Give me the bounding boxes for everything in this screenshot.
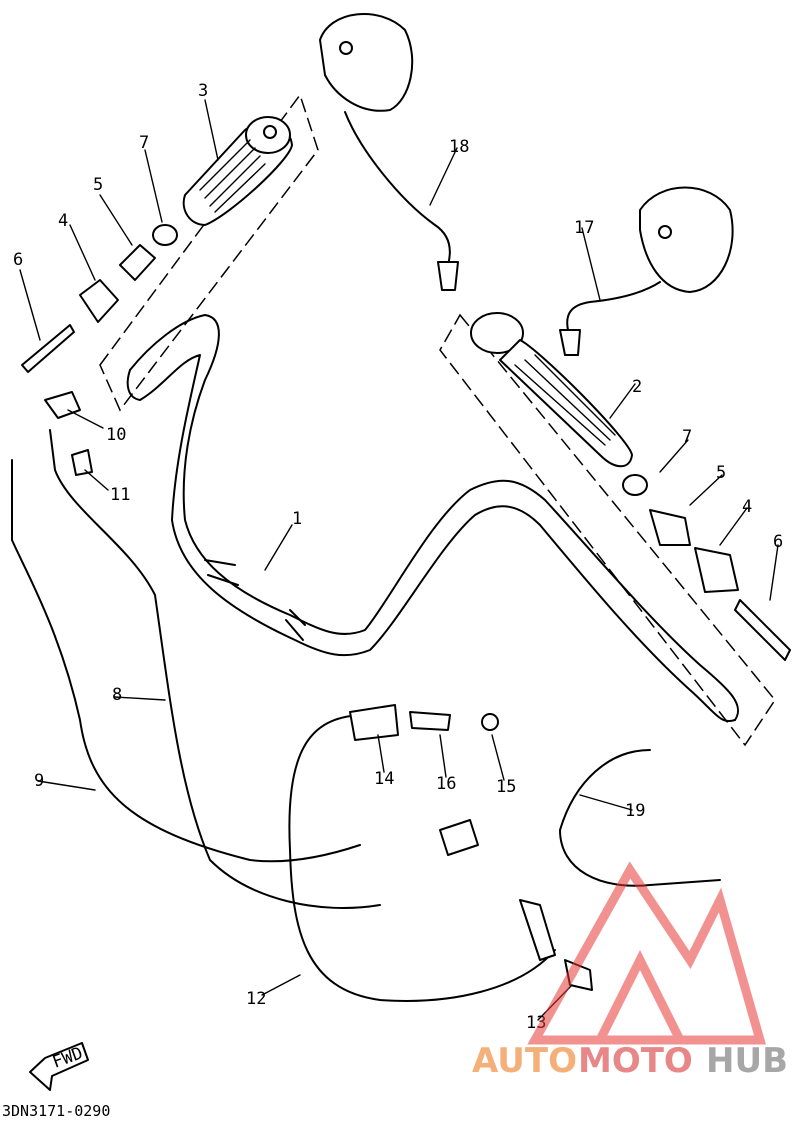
callout-19: 19 — [625, 801, 645, 821]
callout-5b: 5 — [716, 463, 726, 483]
weight-parts-left — [21, 224, 178, 373]
cable-12 — [288, 714, 556, 1002]
cable-19 — [559, 749, 721, 887]
watermark-logo — [527, 861, 766, 1045]
callout-4a: 4 — [58, 211, 68, 231]
watermark-hub: HUB — [706, 1041, 788, 1081]
fwd-label: FWD — [50, 1043, 86, 1072]
cable-adjuster-set — [349, 704, 499, 741]
callout-10: 10 — [106, 425, 126, 445]
callout-18: 18 — [449, 137, 469, 157]
callout-3: 3 — [198, 81, 208, 101]
cable-8 — [49, 429, 381, 909]
left-mirror — [319, 13, 459, 291]
watermark-moto: MOTO — [578, 1041, 693, 1081]
callout-8: 8 — [112, 685, 122, 705]
callout-12: 12 — [246, 989, 266, 1009]
callout-17: 17 — [574, 218, 594, 238]
adjuster-bolt — [71, 449, 93, 476]
right-grip — [470, 312, 633, 468]
callout-5a: 5 — [93, 175, 103, 195]
left-grip — [182, 116, 293, 226]
callout-9: 9 — [34, 771, 44, 791]
callout-16: 16 — [436, 774, 456, 794]
callout-4b: 4 — [742, 497, 752, 517]
weight-parts-right — [622, 474, 791, 661]
cable-bracket — [519, 899, 556, 961]
callout-7a: 7 — [139, 133, 149, 153]
right-grip-guide — [439, 313, 776, 747]
callout-7b: 7 — [682, 427, 692, 447]
fwd-arrow: FWD — [29, 1042, 89, 1091]
callout-15: 15 — [496, 777, 516, 797]
cable-9 — [11, 459, 361, 863]
callouts: 1 2 3 4 4 5 5 6 6 7 7 8 9 10 11 12 13 14… — [13, 81, 783, 1033]
right-mirror — [559, 186, 734, 356]
callout-6b: 6 — [773, 532, 783, 552]
callout-6a: 6 — [13, 250, 23, 270]
watermark-auto: AUTO — [472, 1041, 577, 1081]
junction-block — [439, 819, 479, 856]
part-code: 3DN3171-0290 — [2, 1102, 110, 1120]
handlebar — [126, 314, 740, 723]
watermark-triangle — [527, 861, 766, 1045]
callout-1: 1 — [292, 509, 302, 529]
callout-11: 11 — [110, 485, 130, 505]
callout-2: 2 — [632, 377, 642, 397]
callout-14: 14 — [374, 769, 394, 789]
watermark-text: AUTO MOTO HUB — [472, 1041, 788, 1081]
